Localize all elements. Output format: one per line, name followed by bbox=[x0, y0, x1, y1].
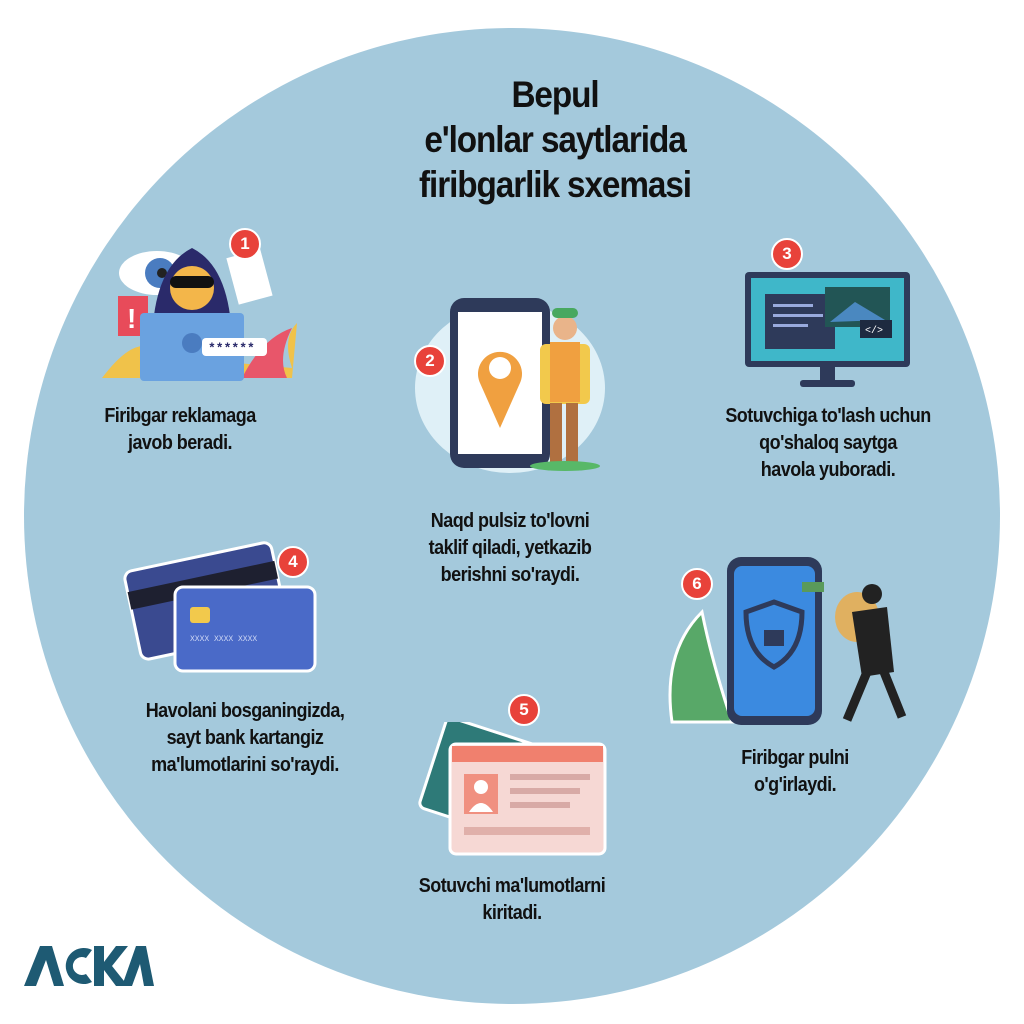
page-title: Bepul e'lonlar saytlarida firibgarlik sx… bbox=[353, 72, 758, 207]
svg-text:</>: </> bbox=[865, 325, 883, 337]
title-line: e'lonlar saytlarida bbox=[424, 119, 686, 160]
step-2-caption: Naqd pulsiz to'lovni taklif qiladi, yetk… bbox=[402, 508, 618, 589]
title-line: firibgarlik sxemasi bbox=[419, 164, 692, 205]
card-number-mask: XXXX XXXX XXXX bbox=[190, 635, 257, 644]
caption-line: Sotuvchi ma'lumotlarni bbox=[418, 875, 606, 897]
caption-line: Firibgar pulni bbox=[741, 747, 849, 769]
caption-line: javob beradi. bbox=[127, 432, 233, 454]
phone-location-courier-icon bbox=[415, 298, 605, 473]
password-mask: ****** bbox=[208, 341, 255, 356]
step-1-caption: Firibgar reklamaga javob beradi. bbox=[72, 403, 288, 457]
bank-cards-icon: XXXX XXXX XXXX bbox=[123, 541, 317, 673]
caption-line: Sotuvchiga to'lash uchun bbox=[725, 405, 931, 427]
step-badge: 1 bbox=[229, 228, 261, 260]
caption-line: kiritadi. bbox=[482, 902, 542, 924]
caption-line: ma'lumotlarini so'raydi. bbox=[151, 754, 339, 776]
step-3-caption: Sotuvchiga to'lash uchun qo'shaloq saytg… bbox=[704, 403, 952, 484]
step-badge: 2 bbox=[414, 345, 446, 377]
step-badge: 4 bbox=[277, 546, 309, 578]
acka-logo bbox=[24, 946, 154, 986]
caption-line: berishni so'raydi. bbox=[440, 564, 580, 586]
caption-line: taklif qiladi, yetkazib bbox=[428, 537, 592, 559]
thief-phone-icon bbox=[668, 557, 907, 725]
step-4-caption: Havolani bosganingizda, sayt bank kartan… bbox=[124, 698, 367, 779]
caption-line: qo'shaloq saytga bbox=[759, 432, 897, 454]
caption-line: sayt bank kartangiz bbox=[166, 727, 324, 749]
step-badge: 6 bbox=[681, 568, 713, 600]
id-card-icon bbox=[418, 722, 607, 856]
caption-line: Havolani bosganingizda, bbox=[145, 700, 345, 722]
caption-line: havola yuboradi. bbox=[760, 459, 896, 481]
step-badge: 3 bbox=[771, 238, 803, 270]
svg-text:!: ! bbox=[127, 303, 136, 334]
step-badge: 5 bbox=[508, 694, 540, 726]
monitor-code-icon: </> bbox=[745, 272, 910, 387]
step-6-caption: Firibgar pulni o'g'irlaydi. bbox=[692, 745, 899, 799]
caption-line: Firibgar reklamaga bbox=[104, 405, 256, 427]
caption-line: Naqd pulsiz to'lovni bbox=[430, 510, 590, 532]
step-5-caption: Sotuvchi ma'lumotlarni kiritadi. bbox=[393, 873, 631, 927]
caption-line: o'g'irlaydi. bbox=[753, 774, 837, 796]
title-line: Bepul bbox=[511, 74, 599, 115]
hacker-laptop-icon: ! ****** bbox=[102, 248, 297, 381]
